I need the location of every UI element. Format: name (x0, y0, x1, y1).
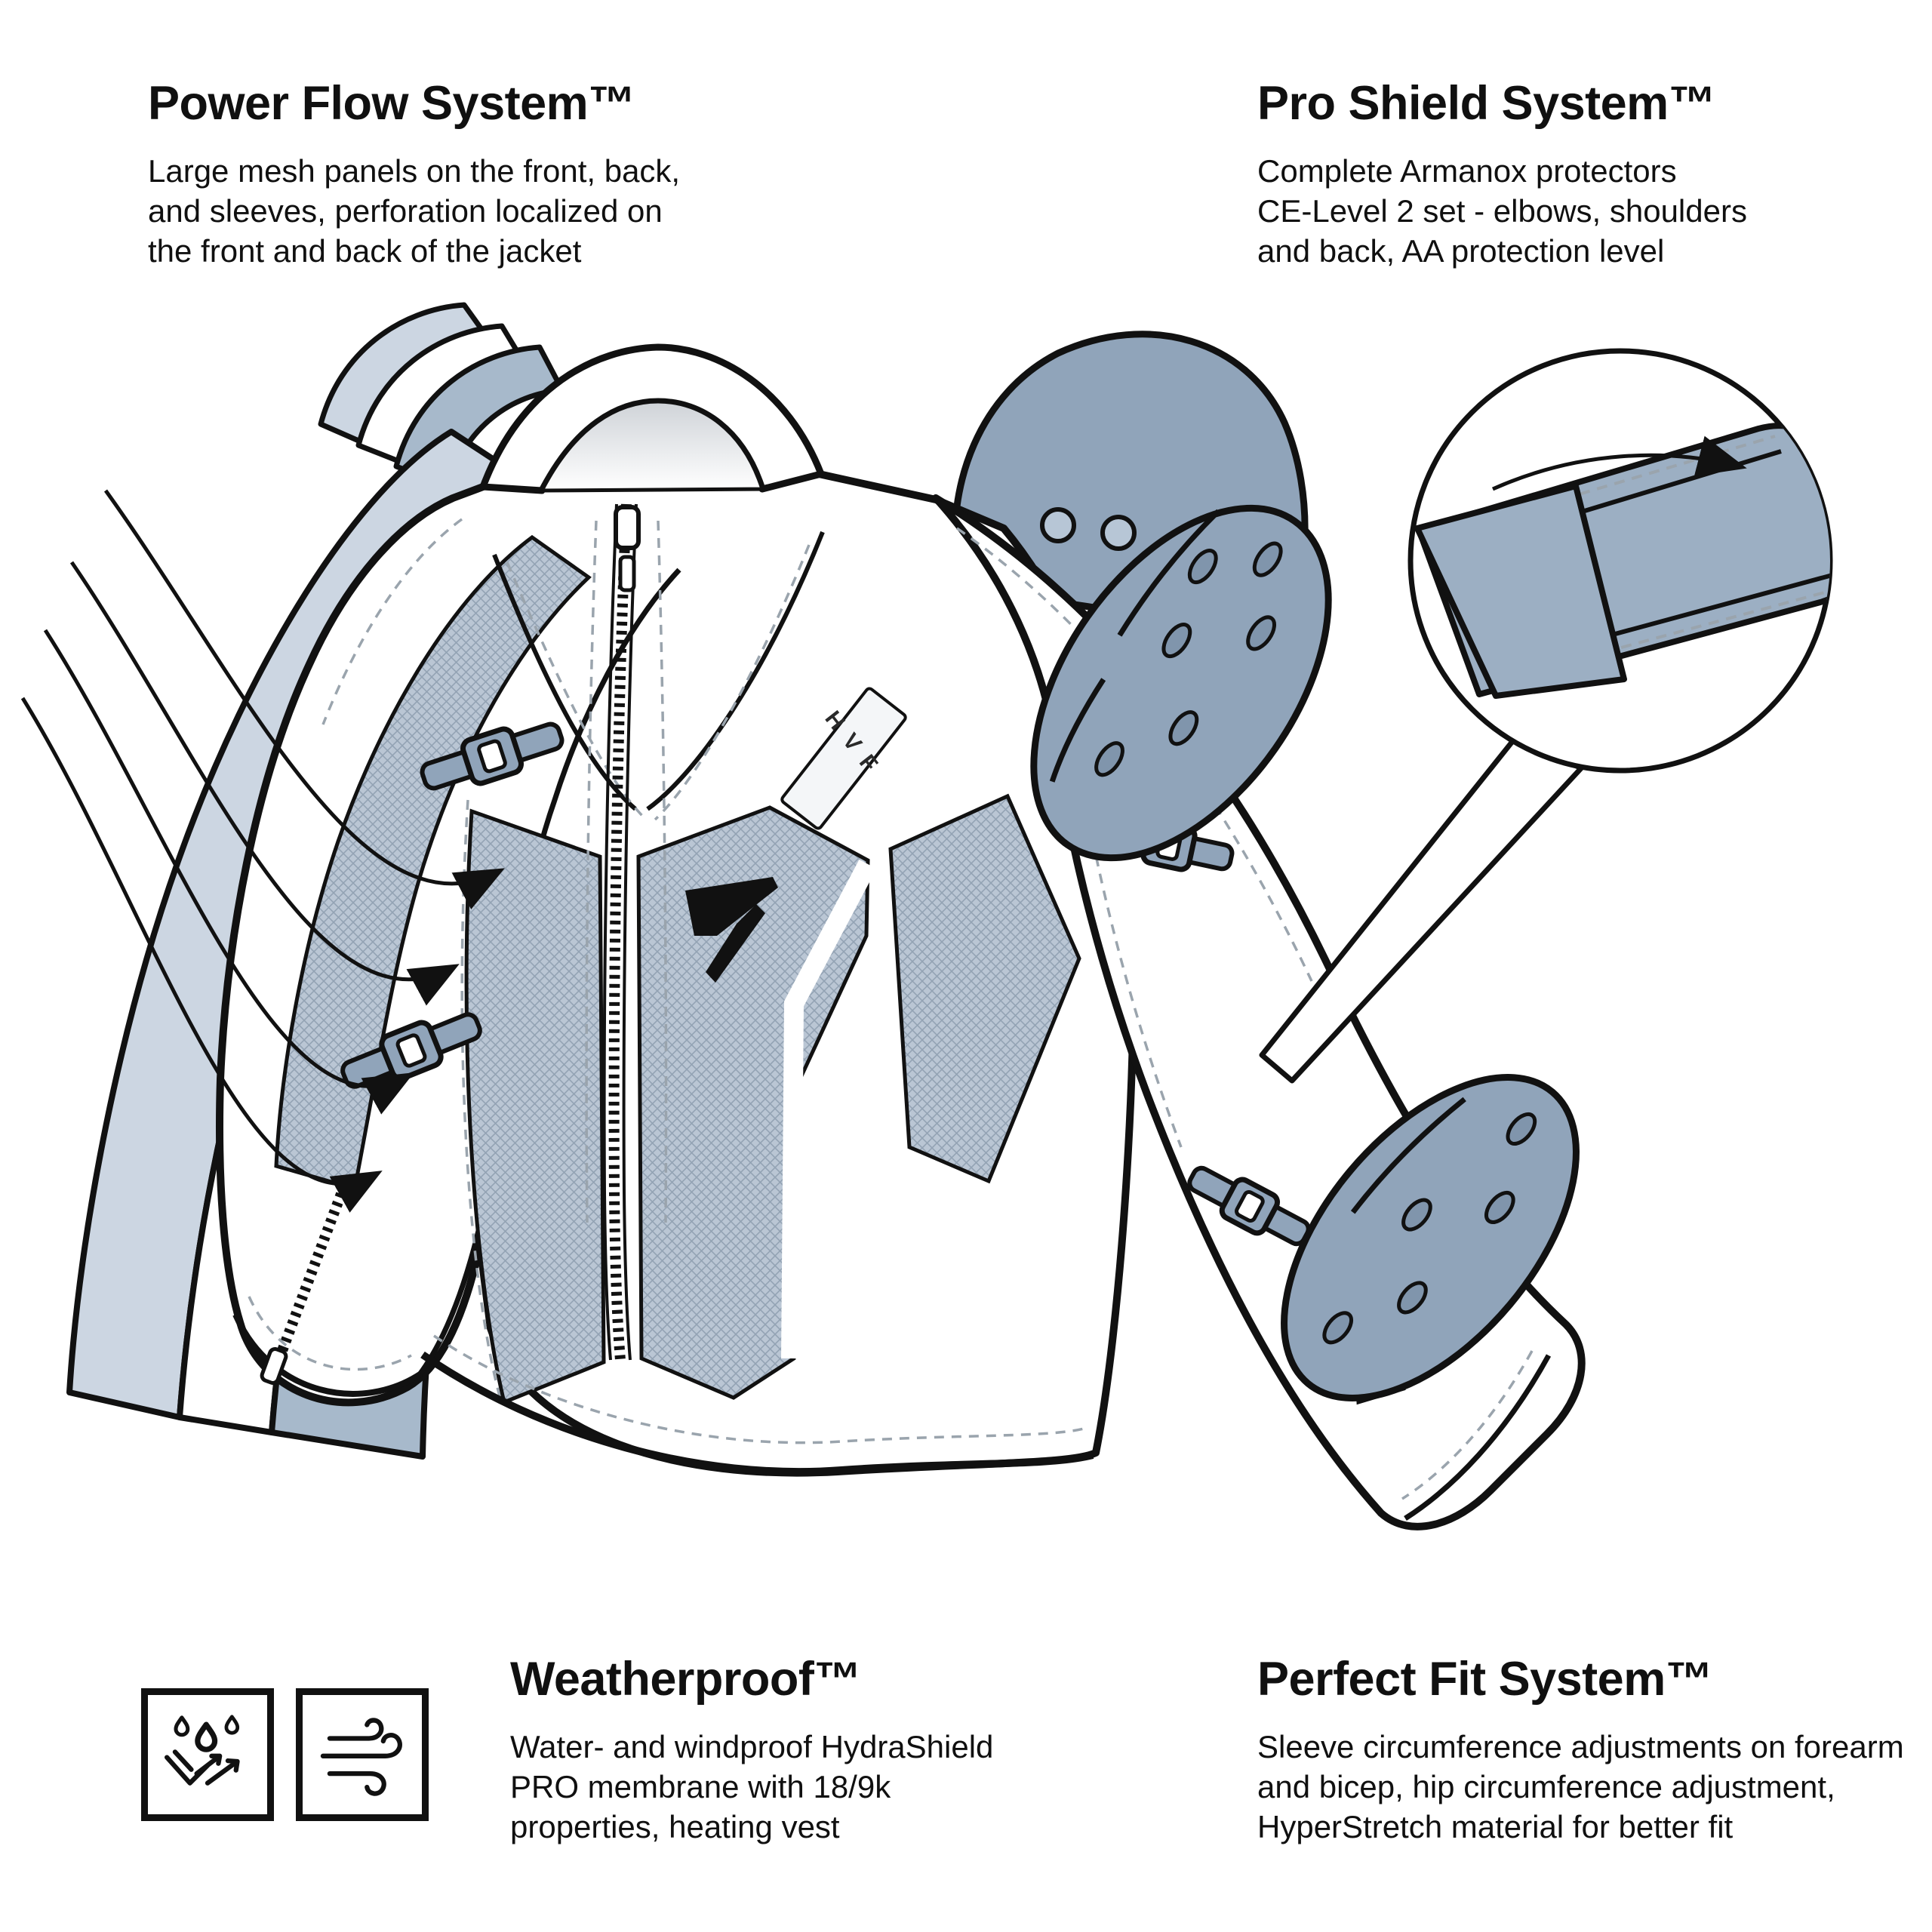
feature-text-line: the front and back of the jacket (148, 233, 582, 269)
feature-text-line: properties, heating vest (510, 1809, 840, 1845)
elbow-protector (1281, 1074, 1580, 1401)
chest-label: HVF (780, 687, 907, 830)
feature-text-line: and back, AA protection level (1257, 233, 1665, 269)
feature-perfect-fit: Perfect Fit System™ Sleeve circumference… (1257, 1654, 1904, 1847)
feature-weatherproof: Weatherproof™ Water- and windproof Hydra… (510, 1654, 993, 1847)
feature-text-line: Water- and windproof HydraShield (510, 1729, 994, 1765)
feature-title: Weatherproof™ (510, 1653, 861, 1706)
feature-text-line: Complete Armanox protectors (1257, 153, 1677, 189)
front-zipper (602, 503, 641, 1361)
waterproof-icon (141, 1688, 274, 1821)
bicep-strap (420, 721, 565, 791)
stitch-lines (248, 518, 1088, 1444)
feature-text-line: CE-Level 2 set - elbows, shoulders (1257, 193, 1747, 229)
airflow-arrows (20, 489, 505, 1213)
cuff-zipper (275, 1192, 346, 1357)
feature-title: Pro Shield System™ (1257, 77, 1716, 130)
feature-text-line: HyperStretch material for better fit (1257, 1809, 1734, 1845)
hip-strap (1187, 1165, 1311, 1247)
collar (479, 343, 825, 494)
jacket-body: HVF (216, 343, 1249, 1477)
torso-mesh-left (464, 808, 606, 1405)
feature-text-line: Large mesh panels on the front, back, (148, 153, 681, 189)
feature-power-flow: Power Flow System™ Large mesh panels on … (148, 78, 680, 271)
feature-title: Perfect Fit System™ (1257, 1653, 1713, 1706)
feature-pro-shield: Pro Shield System™ Complete Armanox prot… (1257, 78, 1747, 271)
strap-direction-arrow (1491, 435, 1747, 491)
water-drop-icon (174, 1715, 240, 1752)
feature-text-line: Sleeve circumference adjustments on fore… (1257, 1729, 1904, 1765)
feature-text-line: PRO membrane with 18/9k (510, 1769, 891, 1805)
wind-lines (320, 1718, 402, 1796)
feature-text-line: and sleeves, perforation localized on (148, 193, 663, 229)
deflect-arrows (164, 1749, 240, 1786)
windproof-icon (296, 1688, 429, 1821)
rebelhorn-logo-icon (685, 877, 778, 983)
feature-title: Power Flow System™ (148, 77, 635, 130)
magnifier-pointer (1259, 733, 1584, 1084)
magnifier-detail (1259, 348, 1833, 1084)
layered-shell-collars (318, 302, 565, 489)
torso-mesh-side (888, 793, 1081, 1184)
shoulder-protector (1030, 504, 1332, 862)
feature-text-line: and bicep, hip circumference adjustment, (1257, 1769, 1835, 1805)
forearm-strap (340, 1012, 482, 1089)
strap-detail-flap (1414, 483, 1627, 699)
